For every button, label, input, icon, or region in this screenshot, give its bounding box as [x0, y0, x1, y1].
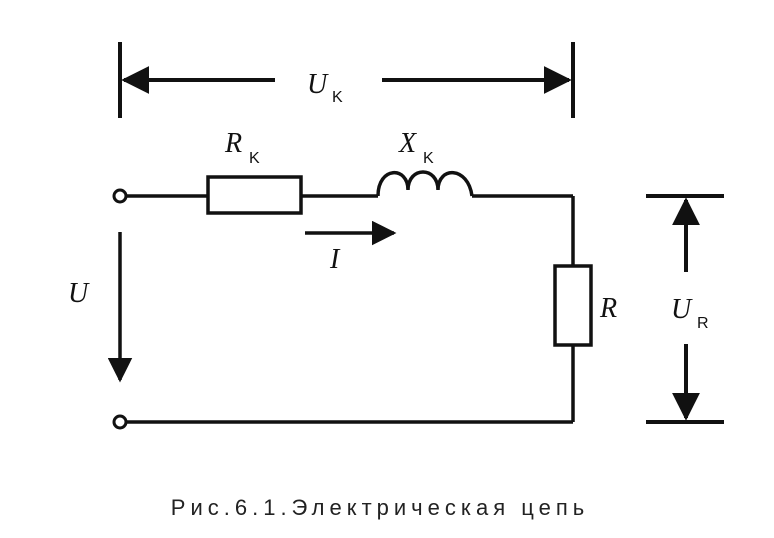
right-branch: R	[553, 196, 617, 422]
current-label: I	[329, 244, 341, 275]
ur-dimension: U R	[646, 194, 724, 424]
top-branch: R K X K	[112, 128, 573, 215]
u-label: U	[68, 278, 90, 309]
rk-label: R	[224, 128, 242, 159]
ur-label: U	[671, 294, 693, 325]
bottom-branch	[112, 414, 573, 430]
current-indicator: I	[305, 220, 397, 275]
u-voltage: U	[68, 232, 133, 383]
uk-dimension: U K	[118, 42, 575, 118]
inductor-xk	[376, 170, 474, 197]
figure-caption: Рис.6.1.Электрическая цепь	[171, 495, 589, 520]
xk-label: X	[398, 128, 417, 159]
resistor-rk	[206, 175, 303, 215]
resistor-r	[553, 264, 593, 347]
input-terminal-top	[112, 188, 128, 204]
xk-sub-label: K	[423, 150, 434, 167]
uk-label: U	[307, 69, 329, 100]
input-terminal-bottom	[112, 414, 128, 430]
rk-sub-label: K	[249, 150, 260, 167]
r-label: R	[599, 293, 617, 324]
uk-sub-label: K	[332, 89, 343, 106]
ur-sub-label: R	[697, 315, 709, 332]
